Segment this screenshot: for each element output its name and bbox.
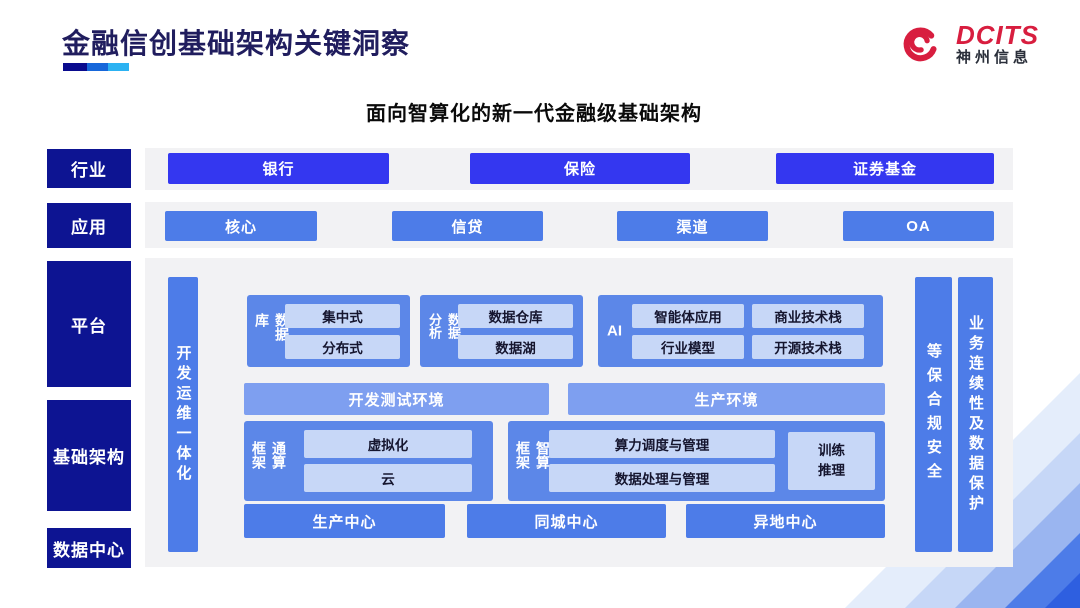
dev-test-environment-bar: 开发测试环境	[244, 383, 549, 415]
chip-agent-apps: 智能体应用	[632, 304, 744, 328]
ai-group-label: AI	[607, 322, 622, 340]
sidebar-item-platform: 平台	[47, 261, 131, 387]
chip-data-lake: 数据湖	[458, 335, 573, 359]
chip-opensource-stack: 开源技术栈	[752, 335, 864, 359]
underline-segment-mid	[87, 63, 108, 71]
logo-brand-text: DCITS	[956, 20, 1039, 51]
production-environment-bar: 生产环境	[568, 383, 885, 415]
chip-distributed: 分布式	[285, 335, 400, 359]
industry-chip-insurance: 保险	[470, 153, 690, 184]
underline-segment-dark	[63, 63, 87, 71]
company-logo: DCITS 神州信息	[892, 18, 1039, 70]
dcits-swirl-icon	[903, 27, 937, 62]
sidebar-item-industry: 行业	[47, 149, 131, 188]
general-compute-label: 通算框架	[251, 441, 287, 469]
remote-center-chip: 异地中心	[686, 504, 885, 538]
app-chip-oa: OA	[843, 211, 994, 241]
underline-segment-light	[108, 63, 129, 71]
samecity-center-chip: 同城中心	[467, 504, 666, 538]
industry-row: 银行 保险 证券基金	[145, 148, 1013, 190]
page-title: 金融信创基础架构关键洞察	[62, 28, 411, 59]
industry-chip-bank: 银行	[168, 153, 389, 184]
chip-centralized: 集中式	[285, 304, 400, 328]
logo-company-text: 神州信息	[956, 48, 1033, 66]
app-chip-channel: 渠道	[617, 211, 768, 241]
devops-bar: 开发运维一体化	[168, 277, 198, 552]
chip-industry-models: 行业模型	[632, 335, 744, 359]
app-chip-core: 核心	[165, 211, 317, 241]
devops-bar-label: 开发运维一体化	[174, 344, 192, 485]
sidebar-item-datacenter: 数据中心	[47, 528, 131, 568]
application-row: 核心 信贷 渠道 OA	[145, 202, 1013, 248]
general-compute-group: 通算框架 虚拟化 云	[244, 421, 493, 501]
ai-group: AI 智能体应用 商业技术栈 行业模型 开源技术栈	[598, 295, 883, 367]
app-chip-credit: 信贷	[392, 211, 543, 241]
continuity-bar-label: 业务连续性及数据保护	[967, 314, 984, 515]
chip-compute-scheduling: 算力调度与管理	[549, 430, 775, 458]
ai-compute-label: 智算框架	[515, 441, 551, 469]
sidebar-item-infrastructure: 基础架构	[47, 400, 131, 511]
diagram-title: 面向智算化的新一代金融级基础架构	[366, 103, 702, 125]
training-inference-label: 训练推理	[818, 442, 845, 478]
chip-commercial-stack: 商业技术栈	[752, 304, 864, 328]
chip-data-processing: 数据处理与管理	[549, 464, 775, 492]
industry-chip-securities: 证券基金	[776, 153, 994, 184]
title-underline	[63, 63, 129, 71]
continuity-bar: 业务连续性及数据保护	[958, 277, 993, 552]
chip-virtualization: 虚拟化	[304, 430, 472, 458]
analytics-group-label: 数据分析	[427, 313, 461, 339]
ai-compute-group: 智算框架 算力调度与管理 数据处理与管理 训练推理	[508, 421, 885, 501]
platform-panel: 开发运维一体化 等保合规安全 业务连续性及数据保护 数据库 集中式 分布式 数据…	[145, 258, 1013, 567]
chip-cloud: 云	[304, 464, 472, 492]
chip-data-warehouse: 数据仓库	[458, 304, 573, 328]
analytics-group: 数据分析 数据仓库 数据湖	[420, 295, 583, 367]
database-group: 数据库 集中式 分布式	[247, 295, 410, 367]
security-bar: 等保合规安全	[915, 277, 952, 552]
chip-training-inference: 训练推理	[788, 432, 875, 490]
security-bar-label: 等保合规安全	[925, 342, 942, 487]
sidebar-item-application: 应用	[47, 203, 131, 248]
production-center-chip: 生产中心	[244, 504, 445, 538]
